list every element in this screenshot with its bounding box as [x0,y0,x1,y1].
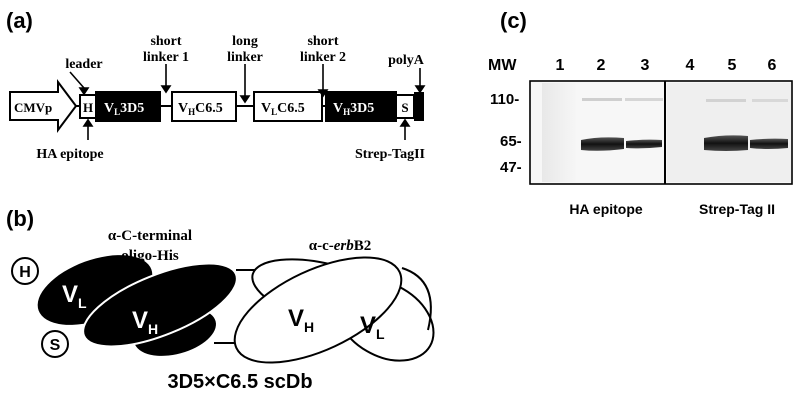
cmv-promoter-label: CMVp [14,100,52,115]
callout-ha-epitope: HA epitope [36,147,103,162]
cmv-promoter-arrow [9,79,78,133]
segment-polya [414,92,424,121]
panel-c-label: (c) [500,8,527,33]
right-vh-domain [233,256,403,364]
mw-marker-110: 110- [490,91,519,108]
panel-b-label: (b) [6,206,34,231]
right-antibody-title: α-c-erbB2 [309,238,372,254]
segment-vl-3d5-label: VL3D5 [104,101,144,117]
band-lane-6 [750,138,788,149]
lane-number-4: 4 [686,57,695,74]
panel-a: (a) CMVp H VL3D5 VHC6.5 VLC6.5 VH3D5 S [6,8,426,162]
mw-marker-65: 65- [500,133,522,150]
segment-s-label: S [401,100,408,115]
right-vh-label: VH [288,305,314,335]
segment-h-label: H [83,100,93,115]
faint-band-lane-3 [625,98,663,101]
callout-leader: leader [65,57,102,72]
his-tag-circle-label: H [19,264,31,281]
faint-band-lane-6 [752,99,788,102]
callout-short-linker-2-line1: short [307,34,338,49]
right-domain-loop [401,267,432,331]
left-vl-label: VL [62,281,87,311]
lane-1-smear [542,83,576,182]
callout-short-linker-1-line2: linker 1 [143,50,189,65]
right-vl-label: VL [360,312,385,342]
segment-vl-c65-label: VLC6.5 [261,101,305,117]
mw-marker-47: 47- [500,159,522,176]
blot-label-ha-epitope: HA epitope [569,201,643,217]
his-tag-circle [11,257,39,285]
segment-vh-c65 [171,91,237,122]
panel-b-caption: 3D5×C6.5 scDb [167,371,312,393]
callout-short-linker-2-line2: linker 2 [300,50,346,65]
panel-b: (b) α-C-terminal oligo-His α-c-erbB2 VL … [6,206,435,393]
segment-vh-3d5-label: VH3D5 [333,101,374,117]
lane-number-6: 6 [768,57,777,74]
callout-polya: polyA [388,53,425,68]
band-lane-3 [626,139,662,149]
left-antibody-title-line1: α-C-terminal [108,228,192,244]
band-lane-2 [581,137,624,151]
panel-a-label: (a) [6,8,33,33]
faint-band-lane-2 [582,98,622,101]
callout-arrows-bottom [82,118,411,140]
callout-short-linker-1-line1: short [150,34,181,49]
segment-vh-c65-label: VHC6.5 [178,101,223,117]
callout-long-linker-line1: long [232,34,258,49]
blot-label-strep-tag: Strep-Tag II [699,201,775,217]
strep-tag-circle [41,330,69,358]
band-lane-5 [704,135,748,151]
callout-long-linker-line2: linker [227,50,263,65]
segment-vl-c65 [253,91,323,122]
mw-header: MW [488,57,517,74]
faint-band-lane-5 [706,99,746,102]
callout-arrows-top [69,64,426,104]
panel-c: (c) MW 1 2 3 4 5 6 110- 65- 47- HA epito… [488,8,793,217]
callout-strep-tag: Strep-TagII [355,147,425,162]
lane-number-5: 5 [728,57,737,74]
left-vh-domain [82,262,238,348]
strep-tag-circle-label: S [50,337,61,354]
left-vh-label: VH [132,307,158,337]
lane-number-1: 1 [556,57,565,74]
lane-number-2: 2 [597,57,606,74]
lane-number-3: 3 [641,57,650,74]
blot-right-background [667,83,791,182]
